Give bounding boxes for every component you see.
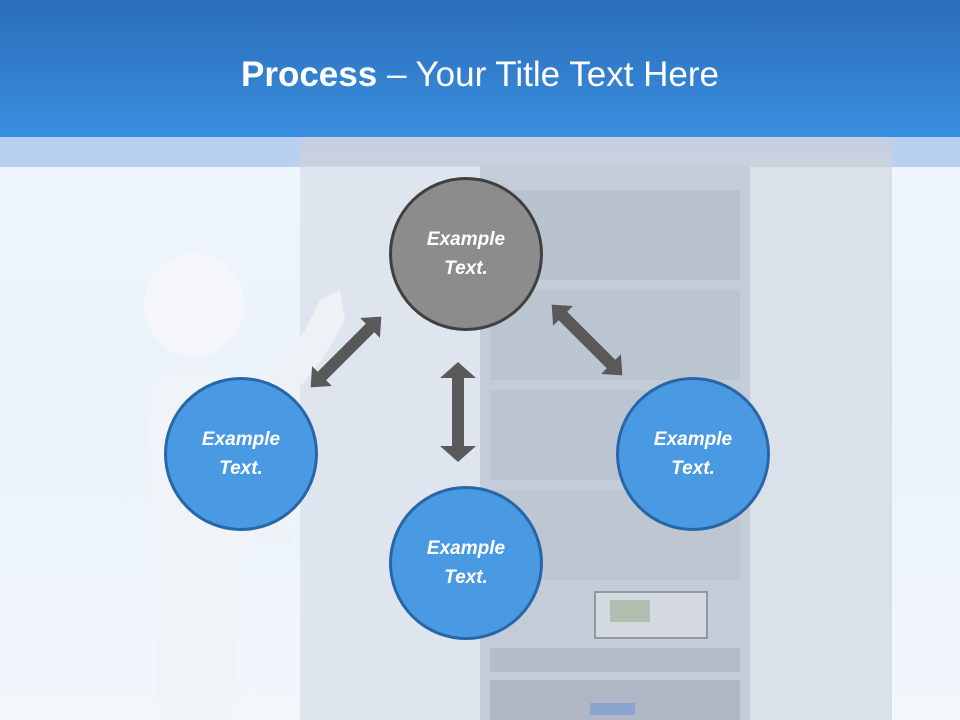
- node-top: Example Text.: [389, 177, 543, 331]
- node-right: Example Text.: [616, 377, 770, 531]
- server-unit: [490, 648, 740, 672]
- node-bottom: Example Text.: [389, 486, 543, 640]
- slide-title: Process – Your Title Text Here: [0, 54, 960, 96]
- node-left: Example Text.: [164, 377, 318, 531]
- node-left-text: Example Text.: [201, 429, 281, 479]
- node-bottom-text: Example Text.: [426, 538, 506, 588]
- rack-bay: [490, 290, 740, 380]
- rack-top: [300, 137, 892, 167]
- title-bar: Process – Your Title Text Here: [0, 0, 960, 137]
- title-rest: – Your Title Text Here: [377, 55, 719, 94]
- server-label: [590, 703, 635, 715]
- node-right-text: Example Text.: [653, 429, 733, 479]
- figure-head: [144, 253, 244, 357]
- node-top-text: Example Text.: [426, 229, 506, 279]
- title-bold: Process: [241, 55, 378, 94]
- rack-side: [750, 160, 890, 720]
- server-display: [610, 600, 650, 622]
